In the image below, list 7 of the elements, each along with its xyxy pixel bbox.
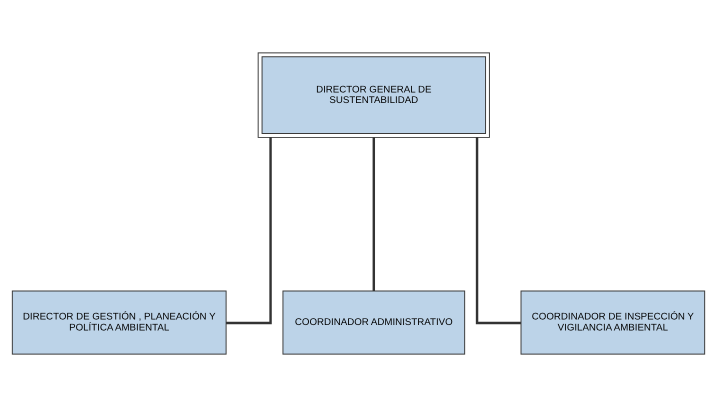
connector — [226, 137, 272, 324]
node-box: DIRECTOR DE GESTIÓN , PLANEACIÓN Y POLÍTICA AMBIENTAL — [12, 290, 227, 355]
connector — [476, 137, 521, 324]
node-box: COORDINADOR DE INSPECCIÓN Y VIGILANCIA AMBIENTAL — [520, 290, 706, 355]
node-box: COORDINADOR ADMINISTRATIVO — [282, 290, 466, 355]
node-box: DIRECTOR GENERAL DE SUSTENTABILIDAD — [258, 52, 490, 138]
connector — [372, 138, 376, 291]
